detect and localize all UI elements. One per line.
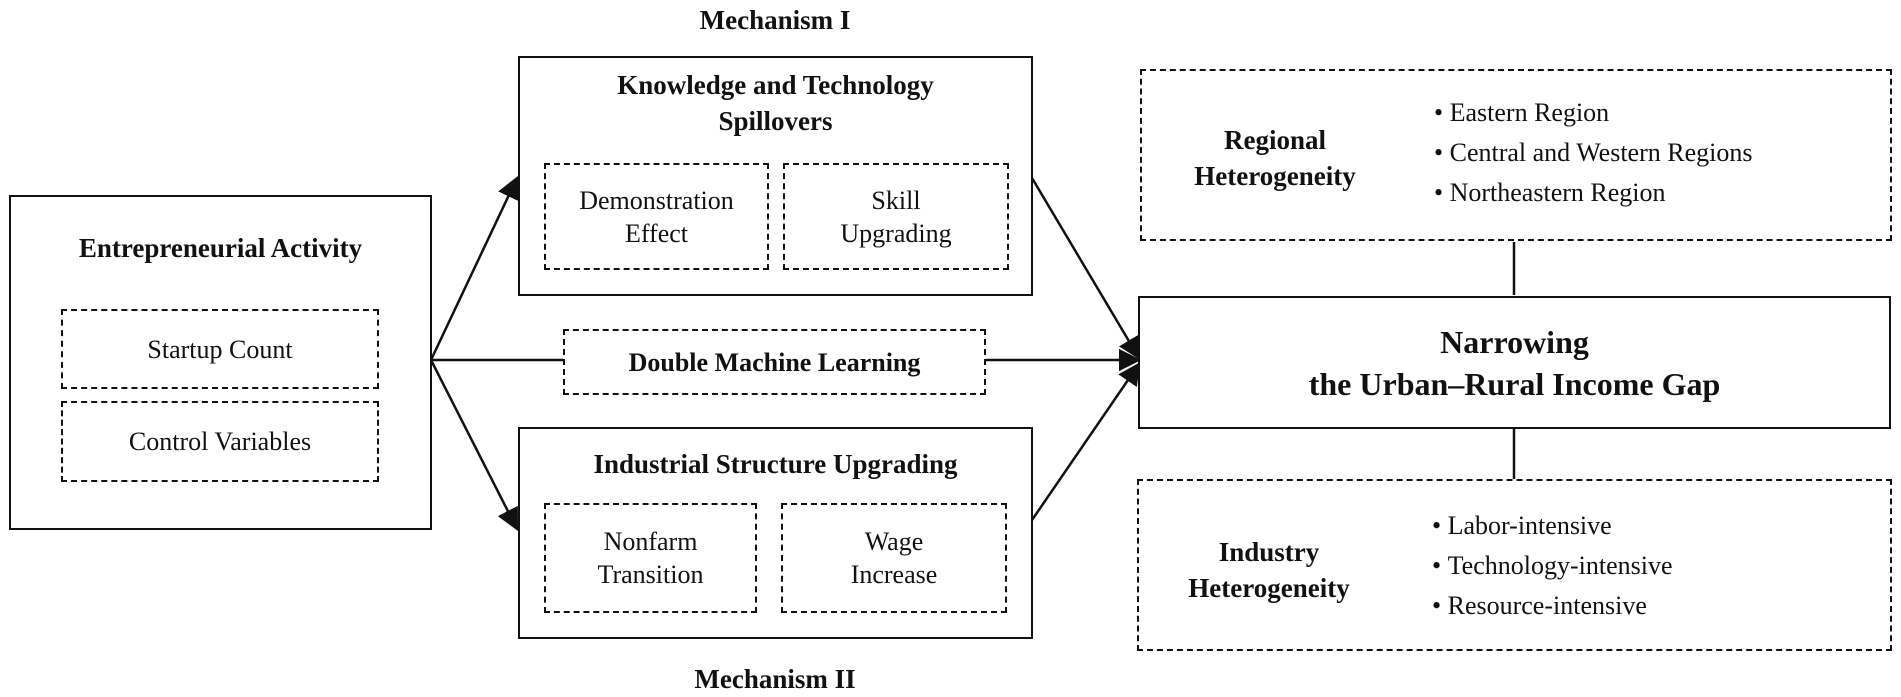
skill-upgrading-box: Skill Upgrading [783, 163, 1009, 270]
industry-item-technology: Technology-intensive [1432, 546, 1673, 586]
wage-increase-line2: Increase [850, 560, 938, 589]
industry-item-labor: Labor-intensive [1432, 506, 1673, 546]
nonfarm-transition-line1: Nonfarm [603, 527, 698, 556]
regional-item-eastern: Eastern Region [1434, 93, 1752, 133]
regional-list: Eastern Region Central and Western Regio… [1434, 93, 1753, 213]
industry-heterogeneity-label-line2: Heterogeneity [1188, 573, 1350, 603]
nonfarm-transition-line2: Transition [597, 560, 704, 589]
demonstration-effect-line2: Effect [624, 218, 689, 248]
control-variables-box: Control Variables [61, 401, 379, 482]
regional-heterogeneity-label-line2: Heterogeneity [1194, 161, 1356, 191]
knowledge-spillovers-title-line2: Spillovers [718, 106, 833, 136]
demonstration-effect-box: Demonstration Effect [544, 163, 769, 270]
regional-item-central-western: Central and Western Regions [1434, 133, 1753, 173]
industry-heterogeneity-label: Industry Heterogeneity [1164, 534, 1374, 606]
skill-upgrading-line2: Upgrading [840, 218, 952, 248]
skill-upgrading-line1: Skill [871, 185, 921, 215]
demonstration-effect-line1: Demonstration [579, 185, 734, 215]
industry-item-resource: Resource-intensive [1432, 586, 1673, 626]
control-variables-label: Control Variables [128, 427, 312, 456]
knowledge-spillovers-title-line1: Knowledge and Technology [617, 70, 934, 100]
double-machine-learning-label: Double Machine Learning [628, 347, 921, 377]
startup-count-box: Startup Count [61, 309, 379, 389]
regional-item-northeastern: Northeastern Region [1434, 173, 1752, 213]
outcome-line2: the Urban–Rural Income Gap [1308, 365, 1721, 402]
nonfarm-transition-box: Nonfarm Transition [544, 503, 757, 613]
wage-increase-line1: Wage [864, 527, 924, 556]
startup-count-label: Startup Count [147, 334, 293, 364]
mechanism-1-label: Mechanism I [699, 5, 851, 35]
double-machine-learning-box: Double Machine Learning [563, 329, 986, 395]
industrial-upgrading-title: Industrial Structure Upgrading [593, 449, 958, 479]
industry-list: Labor-intensive Technology-intensive Res… [1432, 506, 1673, 626]
outcome-line1: Narrowing [1440, 323, 1589, 360]
entrepreneurial-activity-title: Entrepreneurial Activity [78, 233, 363, 263]
arrow-mechanism-1-to-outcome [1030, 177, 1141, 360]
arrow-to-mechanism-1 [429, 175, 519, 361]
arrow-to-mechanism-2 [429, 359, 519, 532]
knowledge-spillovers-title: Knowledge and Technology Spillovers [518, 67, 1033, 139]
regional-heterogeneity-label: Regional Heterogeneity [1170, 122, 1380, 194]
arrow-mechanism-2-to-outcome [1030, 362, 1141, 521]
mechanism-2-label: Mechanism II [694, 664, 856, 694]
industry-heterogeneity-label-line1: Industry [1218, 537, 1320, 567]
wage-increase-box: Wage Increase [781, 503, 1007, 613]
outcome-box: Narrowing the Urban–Rural Income Gap [1138, 296, 1891, 429]
regional-heterogeneity-label-line1: Regional [1223, 125, 1326, 155]
